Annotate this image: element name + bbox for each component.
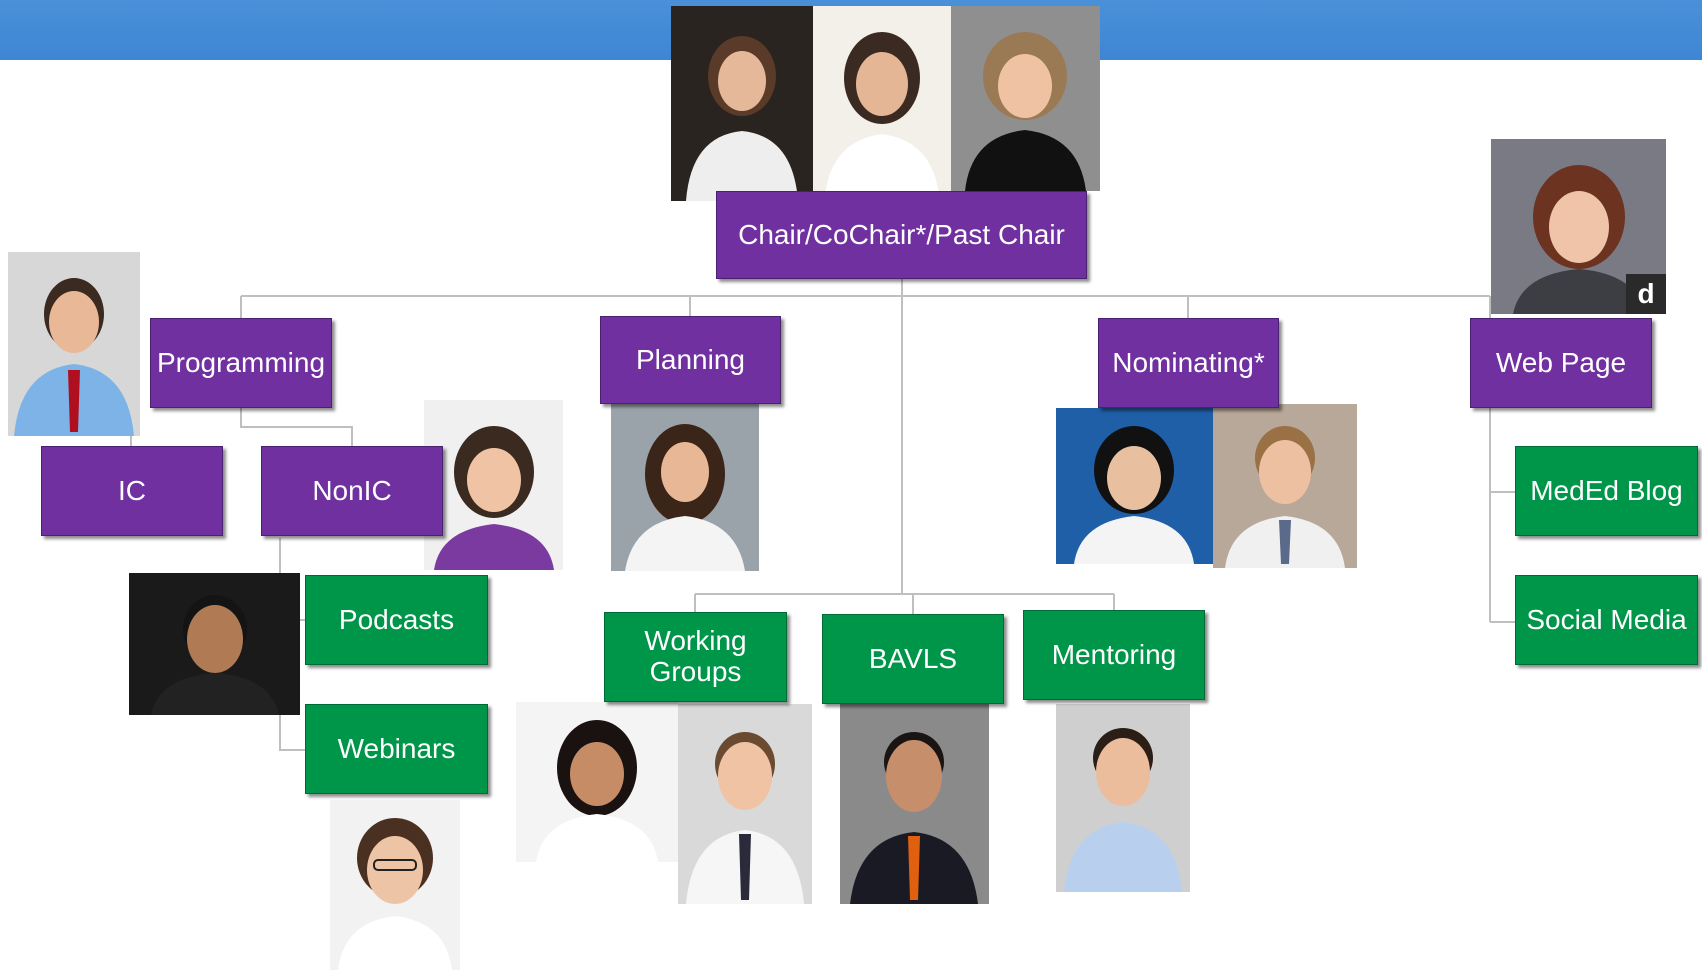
planning-photo bbox=[611, 404, 759, 571]
webinars-box: Webinars bbox=[305, 704, 488, 794]
nominating-box: Nominating* bbox=[1098, 318, 1279, 408]
nominating-label: Nominating* bbox=[1112, 346, 1265, 378]
nonic-photo bbox=[424, 400, 563, 570]
photo-badge-icon: d bbox=[1626, 274, 1666, 314]
social-media-label: Social Media bbox=[1526, 603, 1687, 635]
webinars-label: Webinars bbox=[337, 732, 456, 764]
mentoring-label: Mentoring bbox=[1051, 638, 1177, 670]
podcasts-label: Podcasts bbox=[338, 603, 455, 635]
social-media-box: Social Media bbox=[1515, 575, 1698, 665]
bavls-label: BAVLS bbox=[868, 642, 958, 674]
nonic-box: NonIC bbox=[261, 446, 443, 536]
web-page-box: Web Page bbox=[1470, 318, 1652, 408]
programming-box: Programming bbox=[150, 318, 332, 408]
bavls-photo bbox=[840, 704, 989, 904]
nominating-photo-1 bbox=[1056, 408, 1213, 564]
working-groups-label: Working Groups bbox=[644, 625, 747, 687]
nominating-photo-2 bbox=[1213, 404, 1357, 568]
chair-cochair-past-chair-label: Chair/CoChair*/Past Chair bbox=[738, 218, 1065, 250]
past-chair-photo bbox=[951, 6, 1100, 191]
cochair-photo bbox=[813, 6, 951, 196]
working-groups-photo-2 bbox=[678, 704, 812, 904]
meded-blog-box: MedEd Blog bbox=[1515, 446, 1698, 536]
planning-label: Planning bbox=[636, 343, 745, 375]
chair-cochair-past-chair-box: Chair/CoChair*/Past Chair bbox=[716, 191, 1087, 279]
mentoring-box: Mentoring bbox=[1023, 610, 1205, 700]
chair-photo bbox=[671, 6, 813, 201]
ic-box: IC bbox=[41, 446, 223, 536]
nonic-label: NonIC bbox=[312, 474, 392, 506]
web-page-label: Web Page bbox=[1495, 346, 1627, 378]
webinars-photo bbox=[330, 800, 460, 970]
bavls-box: BAVLS bbox=[822, 614, 1004, 704]
programming-label: Programming bbox=[156, 346, 326, 378]
ic-label: IC bbox=[118, 474, 146, 506]
working-groups-photo-1 bbox=[516, 702, 678, 862]
meded-blog-label: MedEd Blog bbox=[1530, 474, 1683, 506]
podcasts-photo bbox=[129, 573, 300, 715]
working-groups-box: Working Groups bbox=[604, 612, 787, 702]
programming-photo bbox=[8, 252, 140, 436]
web-page-photo: d bbox=[1491, 139, 1666, 314]
mentoring-photo bbox=[1056, 704, 1190, 892]
planning-box: Planning bbox=[600, 316, 781, 404]
podcasts-box: Podcasts bbox=[305, 575, 488, 665]
